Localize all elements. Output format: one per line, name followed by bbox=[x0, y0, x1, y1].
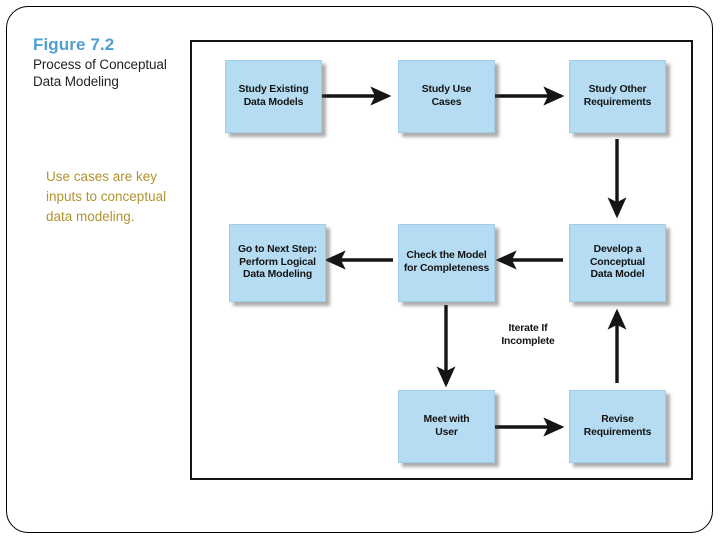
diagram-canvas: Study Existing Data Models Study Use Cas… bbox=[192, 42, 691, 478]
edge-label-iterate-if-incomplete: Iterate If Incomplete bbox=[501, 323, 555, 347]
node-check-the-model-for-completeness[interactable]: Check the Model for Completeness bbox=[398, 224, 495, 302]
figure-title: Process of Conceptual Data Modeling bbox=[33, 57, 167, 89]
node-study-existing-data-models[interactable]: Study Existing Data Models bbox=[225, 60, 322, 133]
node-develop-conceptual-data-model[interactable]: Develop a Conceptual Data Model bbox=[569, 224, 666, 302]
node-study-other-requirements[interactable]: Study Other Requirements bbox=[569, 60, 666, 133]
diagram-frame: Study Existing Data Models Study Use Cas… bbox=[190, 40, 693, 480]
figure-caption-block: Figure 7.2 Process of Conceptual Data Mo… bbox=[33, 35, 183, 90]
slide-frame: Figure 7.2 Process of Conceptual Data Mo… bbox=[6, 6, 713, 533]
figure-number: Figure 7.2 bbox=[33, 35, 115, 54]
node-meet-with-user[interactable]: Meet with User bbox=[398, 390, 495, 463]
node-study-use-cases[interactable]: Study Use Cases bbox=[398, 60, 495, 133]
node-revise-requirements[interactable]: Revise Requirements bbox=[569, 390, 666, 463]
node-go-to-next-step[interactable]: Go to Next Step: Perform Logical Data Mo… bbox=[229, 224, 326, 302]
callout-note: Use cases are key inputs to conceptual d… bbox=[46, 169, 167, 224]
